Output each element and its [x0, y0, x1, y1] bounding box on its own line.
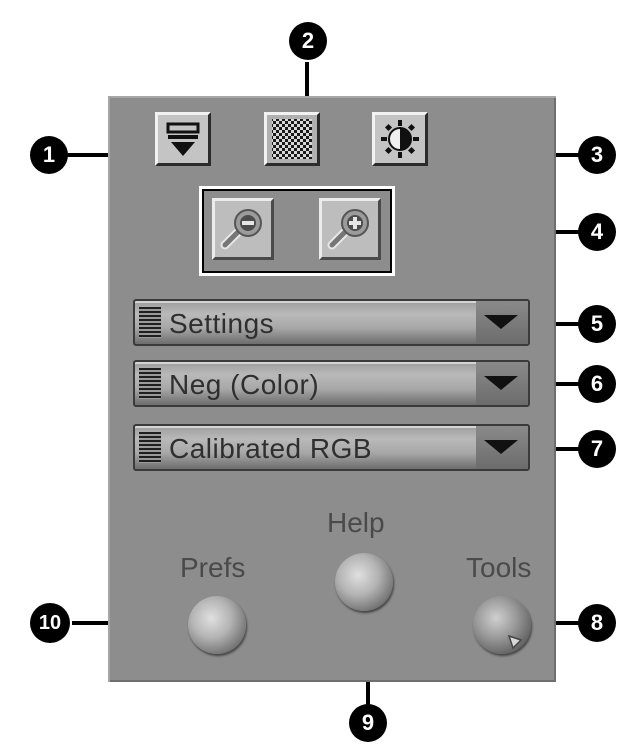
chevron-down-icon — [484, 376, 518, 390]
grip-handle — [139, 368, 161, 399]
grip-handle — [139, 307, 161, 338]
callout-3: 3 — [578, 136, 616, 174]
tools-label: Tools — [466, 552, 532, 583]
color-space-dropdown-label: Calibrated RGB — [169, 433, 373, 464]
tray-eject-icon — [166, 122, 200, 156]
wrench-icon — [507, 634, 523, 650]
zoom-in-icon — [327, 209, 369, 250]
film-type-dropdown[interactable]: Neg (Color) — [133, 360, 530, 407]
chevron-down-icon — [484, 315, 518, 329]
leader-2 — [305, 62, 309, 112]
callout-1: 1 — [30, 136, 68, 174]
help-label: Help — [327, 507, 385, 538]
callout-9: 9 — [349, 704, 387, 742]
callout-4: 4 — [578, 213, 616, 251]
settings-dropdown-label: Settings — [169, 308, 275, 339]
zoom-in-button[interactable] — [319, 198, 381, 260]
callout-5: 5 — [578, 305, 616, 343]
chevron-down-icon — [484, 440, 518, 454]
callout-2: 2 — [289, 22, 327, 60]
grip-handle — [139, 432, 161, 463]
zoom-group — [199, 186, 395, 276]
callout-8: 8 — [578, 604, 616, 642]
prefs-label: Prefs — [180, 552, 246, 583]
contrast-button[interactable] — [372, 112, 428, 166]
callout-7: 7 — [578, 430, 616, 468]
prefs-button[interactable] — [188, 596, 246, 654]
tools-button[interactable] — [473, 596, 531, 654]
callout-10: 10 — [30, 603, 70, 643]
zoom-out-button[interactable] — [212, 198, 274, 260]
grain-button[interactable] — [264, 112, 320, 166]
preview-tray-button[interactable] — [155, 112, 211, 166]
settings-dropdown[interactable]: Settings — [133, 299, 530, 346]
color-space-dropdown[interactable]: Calibrated RGB — [133, 424, 530, 471]
dropdown-toggle[interactable] — [476, 301, 528, 344]
film-type-dropdown-label: Neg (Color) — [169, 369, 320, 400]
dropdown-toggle[interactable] — [476, 426, 528, 469]
checker-pattern-icon — [272, 119, 312, 159]
zoom-out-icon — [220, 209, 262, 250]
help-button[interactable] — [335, 553, 393, 611]
contrast-icon — [381, 120, 419, 158]
dropdown-toggle[interactable] — [476, 362, 528, 405]
callout-6: 6 — [578, 365, 616, 403]
